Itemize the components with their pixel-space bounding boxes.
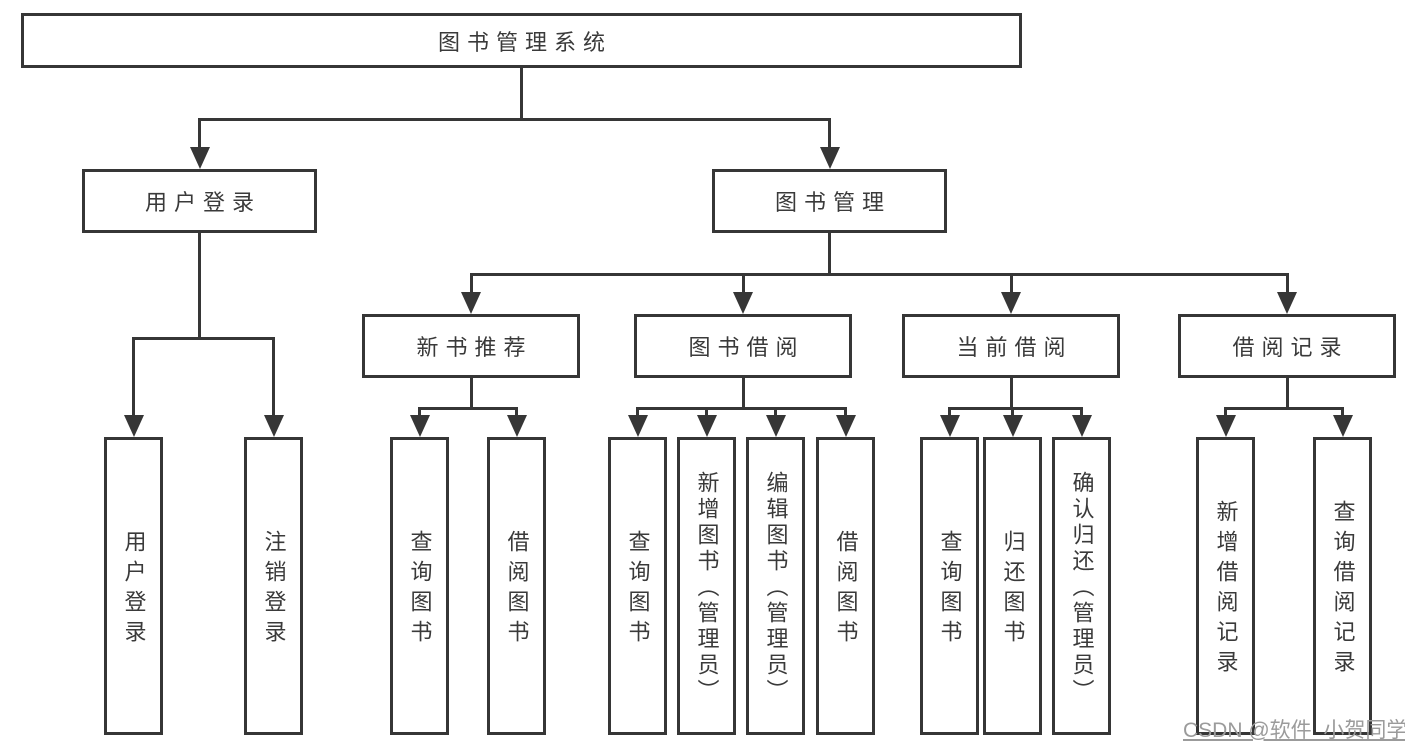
csdn-watermark: CSDN @软件_小贺同学 [1183,719,1405,742]
connector-book-mgmt-stem [828,233,831,276]
connector-current-borrow-stem [1009,378,1013,410]
node-label: 查询图书 [407,530,433,650]
arrow-down-icon [733,273,753,314]
node-label: 用户登录 [121,530,147,650]
arrow-down-icon [189,118,210,169]
arrow-down-icon [1001,273,1021,314]
node-book-borrow: 图书借阅 [634,314,852,378]
connector-book-borrow-stem [741,378,745,410]
connector-records-splitter [1224,407,1344,410]
arrow-down-icon [835,407,856,437]
connector-user-login-stem [198,233,201,340]
node-label: 图书管理系统 [437,29,612,55]
node-label: 新书推荐 [416,335,533,360]
arrow-down-icon [1071,407,1092,437]
node-label: 注销登录 [261,530,287,650]
leaf-edit-book-admin: 编辑图书（管理员） [746,437,805,735]
leaf-logout: 注销登录 [244,437,303,735]
leaf-borrow-books-recommend: 借阅图书 [487,437,546,735]
arrow-down-icon [506,407,527,437]
connector-new-book-stem [469,378,473,410]
node-library-system: 图书管理系统 [21,13,1022,68]
connector-book-borrow-splitter [636,407,847,410]
node-user-login: 用户登录 [82,169,317,233]
node-label: 借阅记录 [1232,335,1349,360]
leaf-return-book: 归还图书 [983,437,1042,735]
arrow-down-icon [1277,273,1297,314]
connector-root-stem [519,68,523,121]
arrow-down-icon [409,407,430,437]
node-book-management: 图书管理 [712,169,947,233]
node-label: 图书借阅 [688,335,805,360]
node-label: 确认归还（管理员） [1069,471,1095,705]
connector-user-login-splitter [132,337,275,340]
leaf-query-books-borrow: 查询图书 [608,437,667,735]
connector-new-book-splitter [418,407,518,410]
arrow-down-icon [939,407,960,437]
leaf-query-books-current: 查询图书 [920,437,979,735]
node-current-borrow: 当前借阅 [902,314,1120,378]
arrow-down-icon [263,337,284,437]
arrow-down-icon [765,407,786,437]
leaf-user-login: 用户登录 [104,437,163,735]
leaf-query-borrow-record: 查询借阅记录 [1313,437,1372,735]
node-label: 借阅图书 [833,530,859,650]
node-label: 查询借阅记录 [1330,500,1356,680]
connector-level3-splitter [469,273,1289,276]
arrow-down-icon [1332,407,1353,437]
arrow-down-icon [696,407,717,437]
node-label: 新增借阅记录 [1213,500,1239,680]
node-label: 新增图书（管理员） [694,471,720,705]
node-label: 用户登录 [144,190,261,215]
leaf-add-book-admin: 新增图书（管理员） [677,437,736,735]
node-label: 图书管理 [774,190,891,215]
node-label: 归还图书 [1000,530,1026,650]
node-label: 查询图书 [625,530,651,650]
node-label: 编辑图书（管理员） [763,471,789,705]
arrow-down-icon [1215,407,1236,437]
node-label: 查询图书 [937,530,963,650]
arrow-down-icon [461,273,481,314]
connector-level2-splitter [198,118,831,121]
leaf-borrow-books: 借阅图书 [816,437,875,735]
connector-current-borrow-splitter [948,407,1083,410]
arrow-down-icon [123,337,144,437]
node-borrow-records: 借阅记录 [1178,314,1396,378]
arrow-down-icon [1002,407,1023,437]
arrow-down-icon [627,407,648,437]
node-label: 当前借阅 [956,335,1073,360]
connector-records-stem [1285,378,1289,410]
node-new-book-recommend: 新书推荐 [362,314,580,378]
leaf-confirm-return-admin: 确认归还（管理员） [1052,437,1111,735]
leaf-query-books-recommend: 查询图书 [390,437,449,735]
arrow-down-icon [819,118,840,169]
node-label: 借阅图书 [504,530,530,650]
leaf-add-borrow-record: 新增借阅记录 [1196,437,1255,735]
